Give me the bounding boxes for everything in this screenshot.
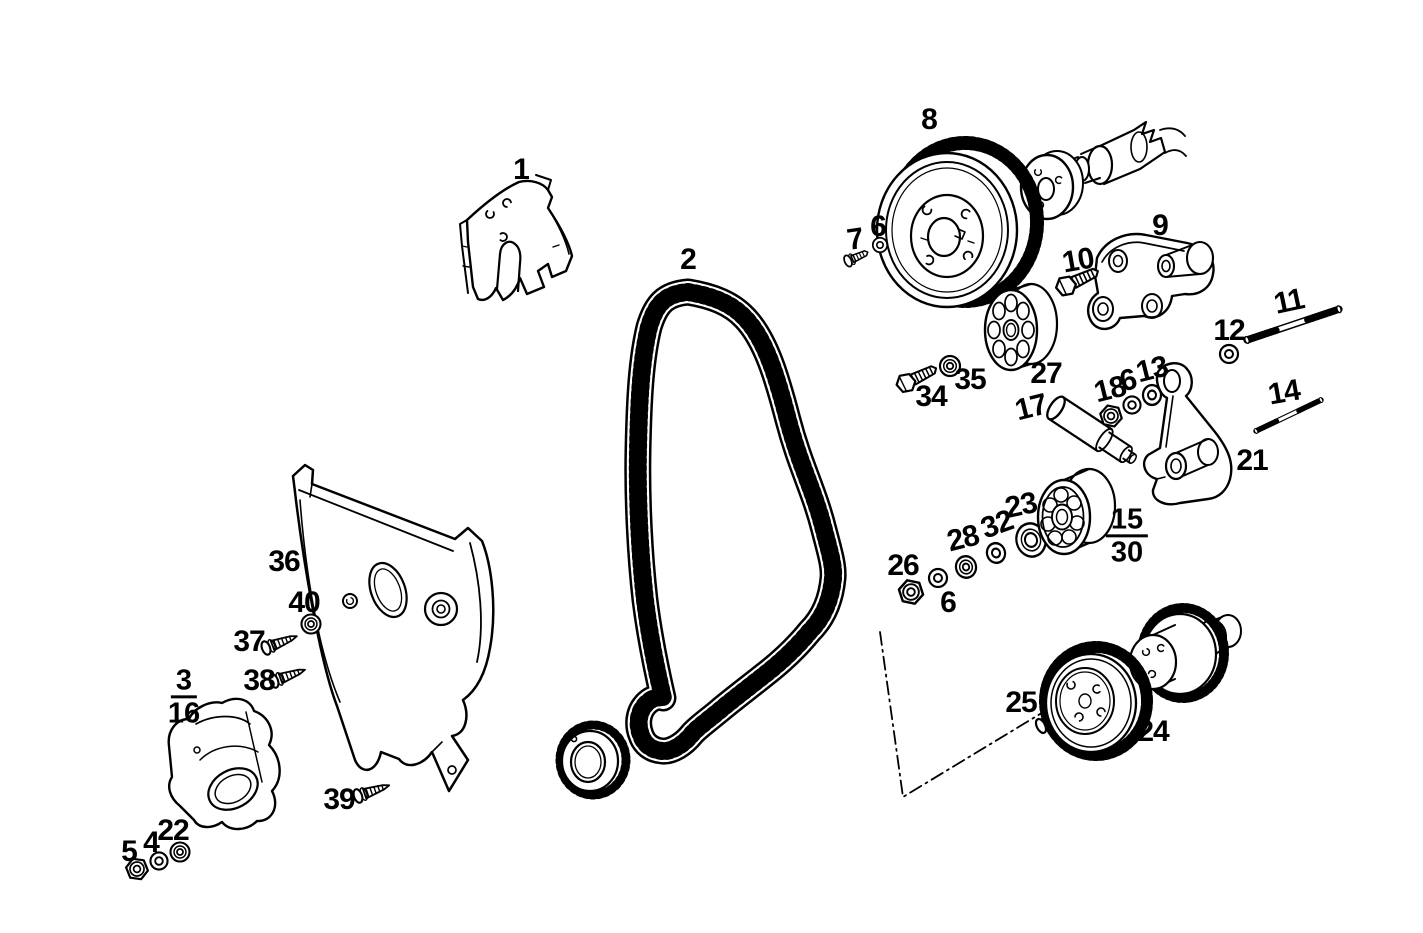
part-9-bracket bbox=[1087, 232, 1215, 331]
washer-12 bbox=[1218, 343, 1240, 365]
part-24-gear bbox=[1039, 641, 1153, 761]
pulley-15-30 bbox=[1036, 467, 1117, 556]
washer-32 bbox=[983, 539, 1009, 567]
washer-6b bbox=[1122, 395, 1142, 415]
washer-4 bbox=[149, 851, 169, 871]
washer-22 bbox=[169, 841, 191, 863]
washer-35 bbox=[938, 354, 962, 378]
part-3-16-bracket bbox=[167, 697, 281, 831]
screw-39 bbox=[350, 777, 393, 805]
nut-5 bbox=[123, 856, 151, 882]
bolt-34 bbox=[892, 358, 942, 397]
stud-14 bbox=[1254, 397, 1324, 434]
part-36-timing-cover bbox=[291, 463, 495, 793]
bolt-7 bbox=[841, 245, 872, 269]
screw-38 bbox=[266, 662, 309, 690]
center-line bbox=[879, 631, 1041, 798]
screw-37 bbox=[258, 628, 301, 658]
part-21-tensioner-bracket bbox=[1142, 362, 1233, 506]
part-8-camshaft-gear bbox=[875, 136, 1044, 309]
crankshaft-sprocket bbox=[555, 720, 631, 800]
washer-28 bbox=[952, 553, 980, 581]
part-27-pulley bbox=[983, 282, 1059, 372]
stud-11 bbox=[1244, 305, 1342, 344]
washer-40 bbox=[300, 613, 322, 635]
part-2-timing-belt bbox=[624, 278, 847, 765]
washer-6a bbox=[871, 236, 889, 254]
nut-26 bbox=[895, 577, 927, 607]
part-1-backing-plate bbox=[459, 174, 574, 302]
washer-6c bbox=[927, 567, 949, 589]
camshaft bbox=[1019, 120, 1187, 221]
